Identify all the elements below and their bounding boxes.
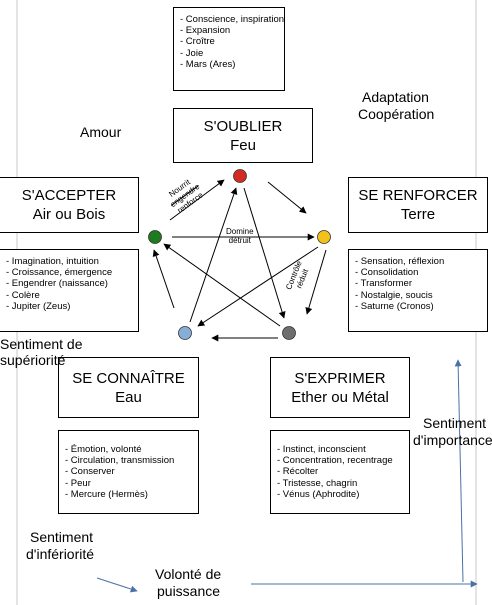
blue-arrow-inferiority — [96, 577, 138, 593]
metal-dot — [282, 326, 296, 340]
earth-trait-text: - Saturne (Cronos) — [355, 300, 434, 312]
earth-dot — [317, 230, 331, 244]
label-superiority-2: supériorité — [0, 352, 66, 368]
wood-trait: - Imagination, intuition — [6, 256, 99, 267]
fire-trait: - Expansion — [180, 25, 231, 37]
metal-title: S'EXPRIMER — [294, 369, 386, 387]
arrow-earth-to-water — [197, 246, 319, 327]
earth-title-box: SE RENFORCER Terre — [348, 177, 488, 233]
arrow-water-to-wood — [152, 249, 175, 309]
metal-trait: - Instinct, inconscient — [277, 444, 366, 455]
water-trait: - Émotion, volonté — [65, 444, 142, 455]
arrow-fire-to-metal — [243, 187, 286, 319]
label-volonte-2: puissance — [157, 583, 221, 599]
water-subtitle: Eau — [115, 388, 142, 406]
label-inferiority-2: d'infériorité — [26, 546, 95, 562]
earth-subtitle: Terre — [400, 206, 436, 223]
earth-trait: - Saturne (Cronos) — [355, 301, 481, 312]
earth-trait: - Nostalgie, soucis — [355, 289, 433, 301]
wood-title: S'ACCEPTER — [21, 187, 117, 204]
water-title: SE CONNAÎTRE — [72, 369, 185, 387]
arrow-wood-to-fire — [169, 179, 225, 221]
arrow-earth-to-metal — [305, 249, 327, 315]
earth-trait: - Consolidation — [355, 267, 419, 279]
water-trait: - Mercure (Hermès) — [65, 488, 148, 500]
earth-trait: - Transformer — [355, 278, 413, 290]
label-domine: Domine détruit — [226, 227, 254, 245]
label-adaptation: Adaptation — [362, 89, 429, 105]
fire-title: S'OUBLIER — [203, 117, 283, 135]
wood-trait: - Colère — [6, 289, 40, 301]
metal-trait: - Vénus (Aphrodite) — [277, 488, 360, 500]
metal-trait: - Tristesse, chagrin — [277, 477, 358, 489]
earth-title: SE RENFORCER — [358, 187, 478, 204]
water-title-box: SE CONNAÎTRE Eau — [58, 357, 199, 418]
fire-title-box: S'OUBLIER Feu — [173, 108, 313, 163]
metal-trait: - Concentration, recentrage — [277, 455, 393, 467]
wood-title-box: S'ACCEPTER Air ou Bois — [0, 177, 139, 233]
wood-dot — [148, 230, 162, 244]
wood-traits-box: - Imagination, intuition - Croissance, é… — [0, 249, 139, 332]
water-trait: - Peur — [65, 477, 91, 489]
wood-trait: - Jupiter (Zeus) — [6, 300, 71, 312]
label-domine-line1: Domine — [226, 227, 254, 236]
label-volonte-1: Volonté de — [155, 566, 222, 582]
earth-trait: - Sensation, réflexion — [355, 256, 445, 267]
fire-subtitle: Feu — [230, 136, 256, 154]
label-importance-1: Sentiment — [423, 415, 487, 431]
label-superiority-1: Sentiment de — [0, 336, 83, 352]
earth-traits-box: - Sensation, réflexion - Consolidation -… — [348, 249, 488, 332]
fire-trait: - Croître — [180, 36, 215, 48]
fire-dot — [233, 169, 247, 183]
metal-subtitle: Ether ou Métal — [291, 388, 389, 406]
fire-traits-box: - Conscience, inspiration - Expansion - … — [173, 7, 285, 91]
wood-subtitle: Air ou Bois — [32, 206, 106, 223]
metal-traits-box: - Instinct, inconscient - Concentration,… — [270, 430, 410, 514]
metal-title-box: S'EXPRIMER Ether ou Métal — [270, 357, 410, 418]
arrow-fire-to-earth — [267, 181, 307, 214]
fire-trait: - Joie — [180, 47, 204, 59]
water-traits-box: - Émotion, volonté - Circulation, transm… — [58, 430, 199, 514]
label-amour: Amour — [80, 124, 122, 140]
blue-arrow-vertical — [454, 359, 464, 583]
label-domine-line2: détruit — [228, 236, 251, 245]
metal-trait: - Récolter — [277, 466, 319, 478]
water-trait: - Conserver — [65, 466, 115, 478]
arrow-metal-to-wood — [163, 243, 281, 327]
fire-trait: - Mars (Ares) — [180, 58, 236, 70]
wood-trait: - Engendrer (naissance) — [6, 278, 108, 290]
fire-trait: - Conscience, inspiration — [180, 14, 285, 25]
water-dot — [178, 326, 192, 340]
label-importance-2: d'importance — [413, 432, 492, 448]
arrow-water-to-fire — [189, 187, 238, 323]
wood-trait: - Croissance, émergence — [6, 267, 113, 279]
label-inferiority-1: Sentiment — [30, 529, 94, 545]
label-cooperation: Coopération — [358, 106, 435, 122]
water-trait: - Circulation, transmission — [65, 455, 175, 467]
